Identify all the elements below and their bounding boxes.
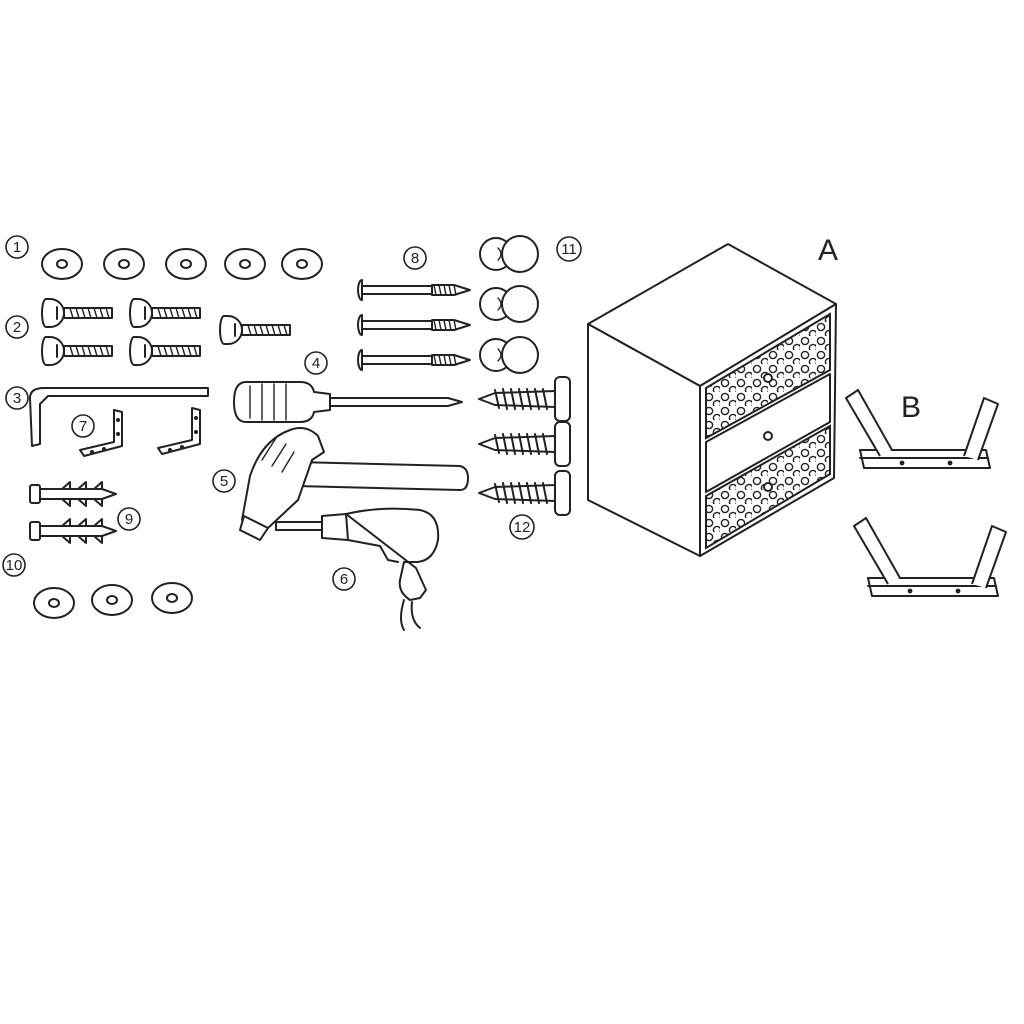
brackets-part-7 bbox=[79, 407, 201, 457]
hooks-part-b bbox=[845, 389, 1007, 597]
knobs-part-11 bbox=[479, 235, 539, 374]
svg-text:2: 2 bbox=[13, 319, 21, 336]
svg-text:9: 9 bbox=[125, 511, 133, 528]
washers-part-10 bbox=[33, 582, 193, 619]
anchors-part-9 bbox=[29, 481, 117, 544]
hammer-part-5 bbox=[239, 427, 469, 541]
part-label-4: 4 bbox=[304, 351, 328, 375]
svg-text:11: 11 bbox=[561, 241, 577, 258]
part-label-10: 10 bbox=[2, 553, 26, 577]
drill-part-6 bbox=[275, 507, 440, 631]
part-label-a: A bbox=[818, 234, 838, 267]
washers-part-1 bbox=[41, 248, 323, 280]
svg-text:4: 4 bbox=[312, 355, 320, 372]
part-label-7: 7 bbox=[71, 414, 95, 438]
part-label-2: 2 bbox=[5, 315, 29, 339]
part-label-b: B bbox=[901, 391, 921, 424]
part-label-6: 6 bbox=[332, 567, 356, 591]
part-label-3: 3 bbox=[5, 386, 29, 410]
part-label-5: 5 bbox=[212, 469, 236, 493]
lag-screws-part-12 bbox=[478, 376, 571, 516]
bolts-part-2 bbox=[41, 298, 291, 366]
part-label-11: 11 bbox=[556, 236, 582, 262]
screws-part-8 bbox=[357, 279, 471, 371]
svg-text:5: 5 bbox=[220, 473, 228, 490]
svg-text:7: 7 bbox=[79, 418, 87, 435]
svg-text:3: 3 bbox=[13, 390, 21, 407]
svg-text:12: 12 bbox=[514, 519, 531, 536]
part-label-12: 12 bbox=[509, 514, 535, 540]
screwdriver-part-4 bbox=[233, 381, 463, 423]
allen-key-part-3 bbox=[29, 387, 209, 447]
svg-text:10: 10 bbox=[6, 557, 23, 574]
cabinet-part-a bbox=[587, 243, 837, 557]
part-label-9: 9 bbox=[117, 507, 141, 531]
svg-text:1: 1 bbox=[13, 239, 21, 256]
svg-text:6: 6 bbox=[340, 571, 348, 588]
svg-text:8: 8 bbox=[411, 250, 419, 267]
part-label-8: 8 bbox=[403, 246, 427, 270]
part-label-1: 1 bbox=[5, 235, 29, 259]
